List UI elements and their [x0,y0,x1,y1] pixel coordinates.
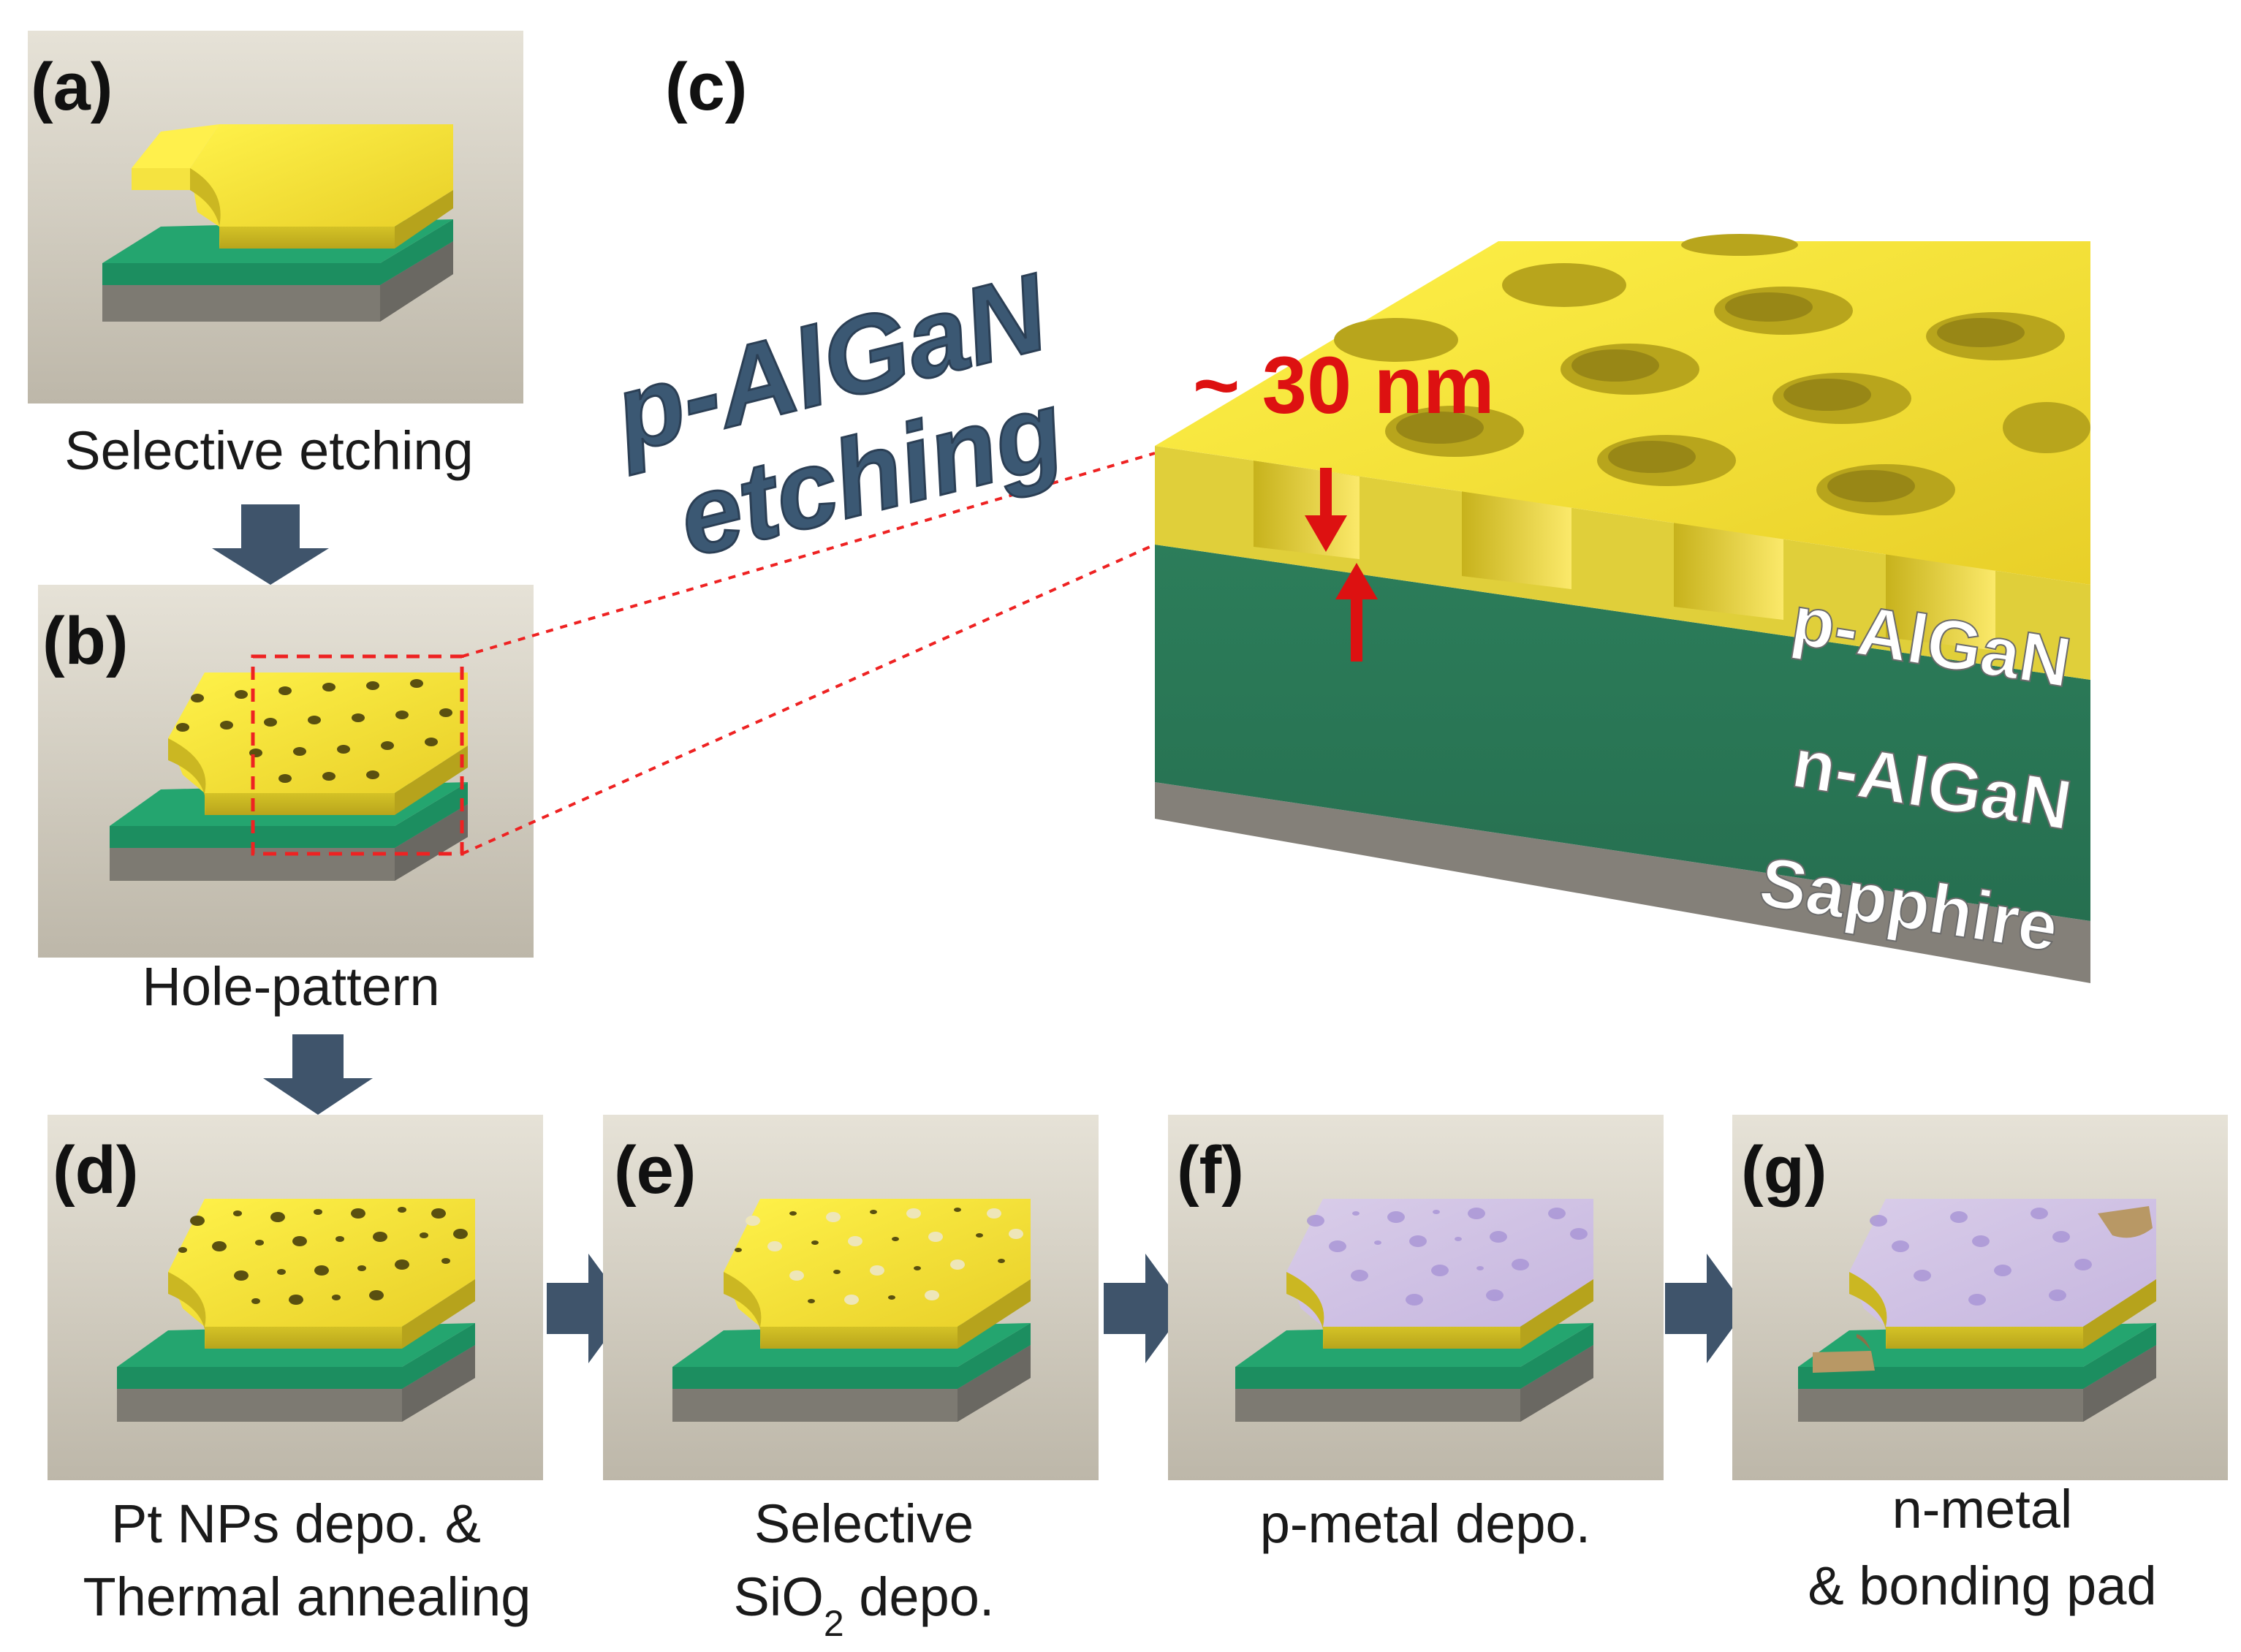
panel-f-caption: p-metal depo. [1260,1493,1591,1554]
panel-c: (c) p-AlGaN etching [599,50,2090,983]
zoom-selection-box [251,654,464,856]
panel-e-caption-line2: SiO2 depo. [734,1566,995,1644]
panel-a: (a) Selective etching [28,31,523,481]
panel-f: (f) p-metal depo. [1168,1115,1664,1554]
down-arrow-a-b [212,504,329,585]
panel-a-chip [102,124,453,322]
n-metal-pad [1813,1351,1875,1373]
panel-f-label: (f) [1177,1133,1244,1208]
panel-d-caption-line2: Thermal annealing [83,1566,531,1627]
panel-a-caption: Selective etching [64,420,473,481]
panel-g-caption-line1: n-metal [1892,1479,2073,1539]
panel-c-label: (c) [665,50,747,124]
panel-b: (b) Hole-pattern [38,585,534,1017]
panel-d-label: (d) [53,1133,138,1208]
zoom-line-bottom [461,543,1156,855]
depth-arrows [1305,468,1378,662]
panel-e-caption-line1: Selective [754,1493,974,1554]
panel-d-caption-line1: Pt NPs depo. & [111,1493,481,1554]
p-bonding-pad [2098,1206,2153,1238]
panel-g-caption-line2: & bonding pad [1808,1556,2156,1616]
depth-label: ~ 30 nm [1193,341,1495,431]
panel-b-chip [110,672,468,881]
zoom-line-top [461,452,1156,658]
panel-a-label: (a) [31,50,113,124]
right-arrow-f-g [1665,1254,1747,1363]
panel-e-label: (e) [614,1133,696,1208]
panel-d: (d) Pt NPs depo. & Thermal annealing [48,1115,543,1627]
panel-b-label: (b) [42,604,128,678]
panel-g: (g) n-metal & bonding pad [1732,1115,2228,1616]
panel-g-label: (g) [1741,1133,1827,1208]
right-arrow-e-f [1104,1254,1186,1363]
zoomed-cross-section: ~ 30 nm p-AlGaN n-AlGaN Sapphire [1155,234,2090,983]
panel-e: (e) Selective SiO2 depo. [603,1115,1099,1644]
panel-b-caption: Hole-pattern [142,956,439,1017]
down-arrow-b-d [263,1034,373,1115]
